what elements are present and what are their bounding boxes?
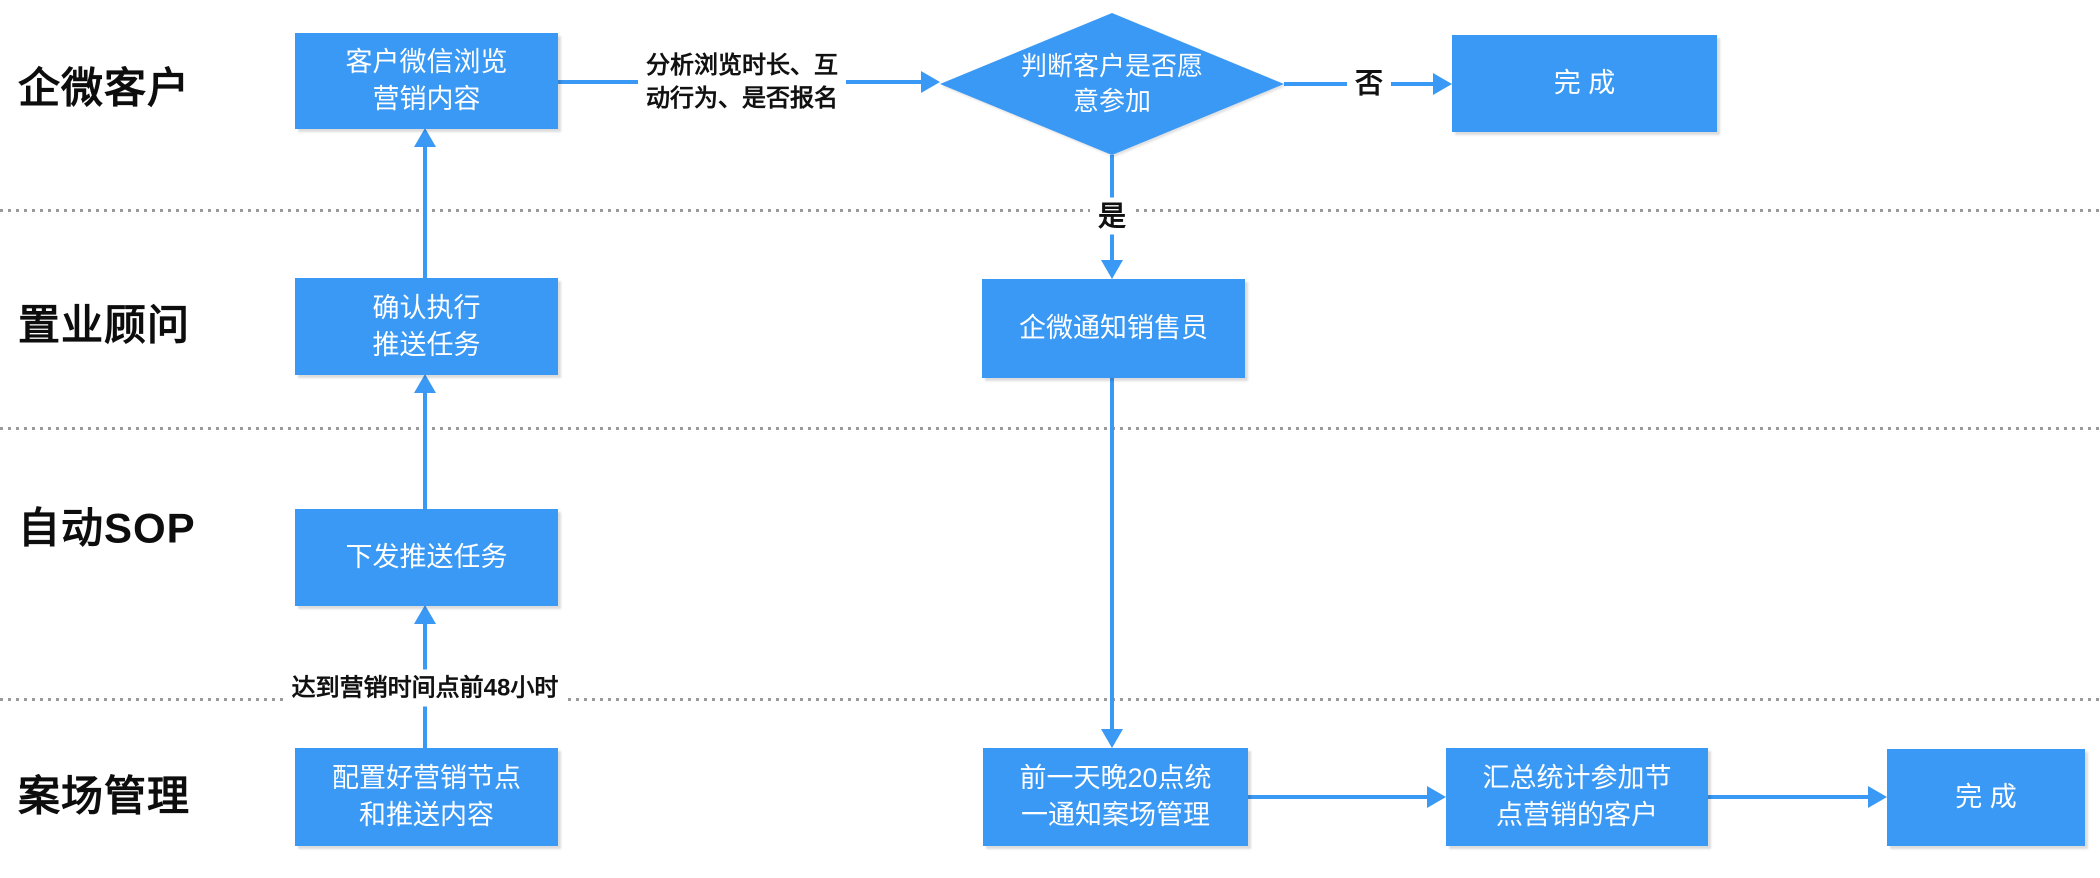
node-done-top[interactable]: 完 成 xyxy=(1452,35,1717,132)
lane-label-site-management: 案场管理 xyxy=(18,772,191,820)
node-notify-sales[interactable]: 企微通知销售员 xyxy=(982,279,1245,378)
arrowhead-right-summarize xyxy=(1427,786,1446,808)
node-customer-browse[interactable]: 客户微信浏览 营销内容 xyxy=(295,33,558,129)
edge-label-yes: 是 xyxy=(1089,197,1135,235)
arrowhead-up-confirm xyxy=(414,374,436,393)
edge-label-analyze: 分析浏览时长、互 动行为、是否报名 xyxy=(638,47,846,117)
edge-summarize-to-done xyxy=(1708,795,1871,799)
node-dispatch-push[interactable]: 下发推送任务 xyxy=(295,509,558,606)
node-configure[interactable]: 配置好营销节点 和推送内容 xyxy=(295,748,558,846)
lane-label-auto-sop: 自动SOP xyxy=(18,504,196,552)
lane-label-wecom-customer: 企微客户 xyxy=(18,64,191,112)
arrowhead-right-decision xyxy=(921,71,940,93)
arrowhead-right-done-bottom xyxy=(1868,786,1887,808)
decision-diamond-shape: 判断客户是否愿 意参加 xyxy=(940,13,1284,155)
arrowhead-down-notify-sales xyxy=(1101,260,1123,279)
node-notify-site[interactable]: 前一天晚20点统 一通知案场管理 xyxy=(983,748,1248,846)
edge-label-48h: 达到营销时间点前48小时 xyxy=(283,669,567,707)
arrowhead-right-done-top xyxy=(1433,73,1452,95)
lane-separator-3 xyxy=(0,698,2100,701)
arrowhead-down-notify-site xyxy=(1101,729,1123,748)
edge-confirm-to-browse xyxy=(423,134,427,278)
lane-label-property-consultant: 置业顾问 xyxy=(18,301,191,349)
edge-label-no: 否 xyxy=(1346,64,1392,102)
node-confirm-push[interactable]: 确认执行 推送任务 xyxy=(295,278,558,375)
node-done-bottom[interactable]: 完 成 xyxy=(1887,749,2085,846)
lane-separator-1 xyxy=(0,209,2100,212)
edge-dispatch-to-confirm xyxy=(423,380,427,509)
arrowhead-up-browse xyxy=(414,128,436,147)
edge-notify-site-to-summarize xyxy=(1248,795,1430,799)
node-summarize[interactable]: 汇总统计参加节 点营销的客户 xyxy=(1446,748,1708,846)
edge-notify-sales-to-notify-site xyxy=(1110,378,1114,730)
lane-separator-2 xyxy=(0,427,2100,430)
node-decision-willing[interactable]: 判断客户是否愿 意参加 xyxy=(940,13,1284,155)
arrowhead-up-dispatch xyxy=(414,605,436,624)
